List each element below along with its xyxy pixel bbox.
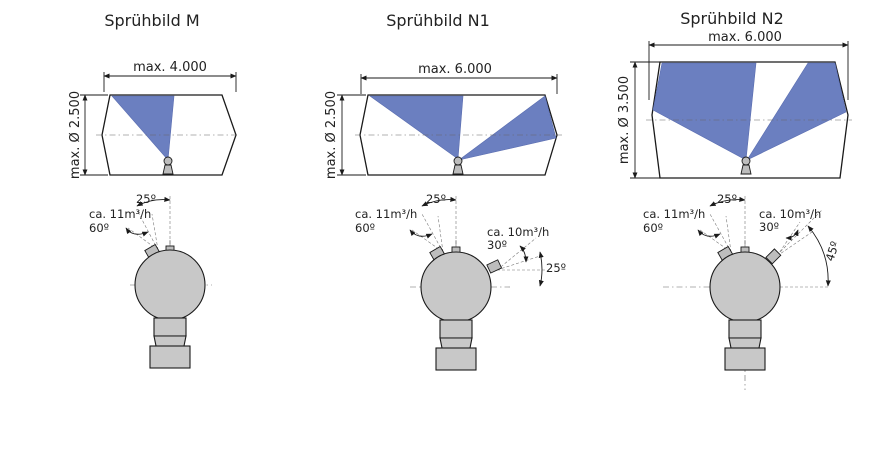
side-spray-edge [776,221,801,257]
nozzle-stem [162,164,174,175]
tilt-arc [538,251,544,287]
head-collar [439,337,473,349]
spray-fan [369,95,464,160]
panel-title: Sprühbild N1 [386,11,490,30]
width-label: max. 4.000 [133,60,207,75]
flow2-label: ca. 10m³/h [487,225,549,239]
spread2-label: 30º [759,220,779,234]
side-spread-arc [519,245,529,263]
height-label: max. Ø 2.500 [68,91,83,179]
height-label: max. Ø 2.500 [324,91,339,179]
top-angle-arc [421,196,457,207]
head-neck [153,317,187,337]
ball-head [134,249,206,321]
side-nozzle-tip [765,248,782,265]
width-label: max. 6.000 [708,30,782,45]
tilt-label: 45º [823,240,843,263]
nozzle-head [163,156,173,166]
tilt-label: 25º [546,261,566,275]
nozzle-stem [452,164,464,175]
nozzle-head [453,156,463,166]
head-neck [439,319,473,339]
top-angle-label: 25º [426,192,446,206]
top-angle-label: 25º [717,192,737,206]
spray-edge-line [151,213,159,251]
ball-head [420,251,492,323]
tilt-reference [744,209,823,288]
spread-angle-arc [697,229,721,239]
tilt-arc [807,225,831,287]
spray-fan [111,95,175,161]
spray-edge-line [725,215,732,253]
ball-head [709,251,781,323]
flow-label: ca. 11m³/h [355,207,417,221]
spread-label: 60º [89,221,109,235]
panel-spruehbild-m: Sprühbild M max. 4.000 max. Ø 2.500 25º … [68,11,240,370]
width-label: max. 6.000 [418,62,492,77]
top-angle-arc [709,196,746,207]
side-spray-edge [496,237,537,271]
panel-spruehbild-n1: Sprühbild N1 max. 6.000 max. Ø 2.500 25º… [324,11,566,371]
spray-fan-side [458,95,557,161]
flow-label: ca. 11m³/h [89,207,151,221]
spray-edge-line [437,215,444,253]
flow-label: ca. 11m³/h [643,207,705,221]
side-nozzle-tip [486,259,503,274]
height-label: max. Ø 3.500 [617,76,632,164]
head-collar [728,337,762,349]
head-neck [728,319,762,339]
head-collar [153,335,187,347]
spread-angle-arc [125,227,149,237]
head-base [724,347,766,371]
spray-fan-side [746,62,847,161]
side-spray-edge [776,231,813,257]
spread2-label: 30º [487,238,507,252]
spread-angle-arc [409,229,433,239]
flow2-label: ca. 10m³/h [759,207,821,221]
spread-label: 60º [643,221,663,235]
side-spread-arc [785,229,799,241]
nozzle-stem [740,164,752,175]
side-spray-edge [496,255,541,271]
top-angle-label: 25º [136,192,156,206]
panel-title: Sprühbild N2 [680,9,784,28]
panel-spruehbild-n2: Sprühbild N2 max. 6.000 max. Ø 3.500 25º… [617,9,852,390]
head-base [435,347,477,371]
nozzle-head [741,156,751,166]
top-angle-arc [136,196,171,207]
spread-label: 60º [355,221,375,235]
head-base [149,345,191,369]
panel-title: Sprühbild M [104,11,199,30]
